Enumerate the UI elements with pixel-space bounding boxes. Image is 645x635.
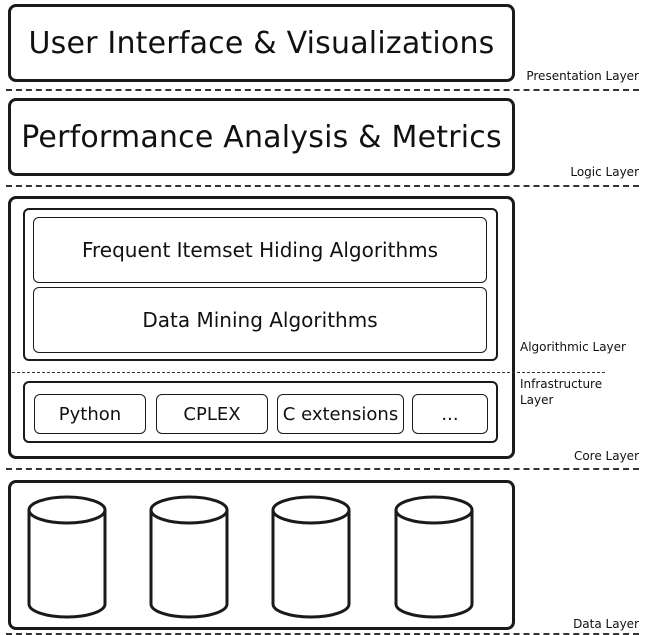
algorithmic-layer-label: Algorithmic Layer <box>520 340 626 354</box>
data-bottom-divider <box>6 633 639 635</box>
frequent-itemset-hiding-label: Frequent Itemset Hiding Algorithms <box>81 238 439 262</box>
database-icon-3 <box>271 495 351 619</box>
logic-core-divider <box>6 185 639 187</box>
frequent-itemset-hiding-box: Frequent Itemset Hiding Algorithms <box>33 217 487 283</box>
data-layer-label: Data Layer <box>573 617 639 631</box>
more-tools-box: ... <box>412 394 488 434</box>
presentation-layer-label: Presentation Layer <box>526 69 639 83</box>
data-mining-label: Data Mining Algorithms <box>142 308 378 332</box>
more-tools-label: ... <box>441 403 459 425</box>
presentation-layer-box: User Interface & Visualizations <box>8 4 515 82</box>
database-icon-4 <box>394 495 474 619</box>
data-mining-box: Data Mining Algorithms <box>33 287 487 353</box>
infrastructure-layer-label: Infrastructure Layer <box>520 377 603 407</box>
cplex-label: CPLEX <box>183 403 241 425</box>
logic-layer-box: Performance Analysis & Metrics <box>8 98 515 176</box>
logic-layer-label: Logic Layer <box>570 165 639 179</box>
presentation-layer-title: User Interface & Visualizations <box>28 25 495 61</box>
cplex-box: CPLEX <box>156 394 268 434</box>
presentation-logic-divider <box>6 89 639 91</box>
logic-layer-title: Performance Analysis & Metrics <box>21 119 502 155</box>
c-extensions-label: C extensions <box>282 403 399 425</box>
c-extensions-box: C extensions <box>277 394 404 434</box>
algorithmic-infrastructure-divider <box>12 372 605 373</box>
core-data-divider <box>6 468 639 470</box>
python-label: Python <box>58 403 122 425</box>
database-icon-2 <box>149 495 229 619</box>
core-layer-label: Core Layer <box>573 449 639 463</box>
database-icon-1 <box>27 495 107 619</box>
python-box: Python <box>34 394 146 434</box>
